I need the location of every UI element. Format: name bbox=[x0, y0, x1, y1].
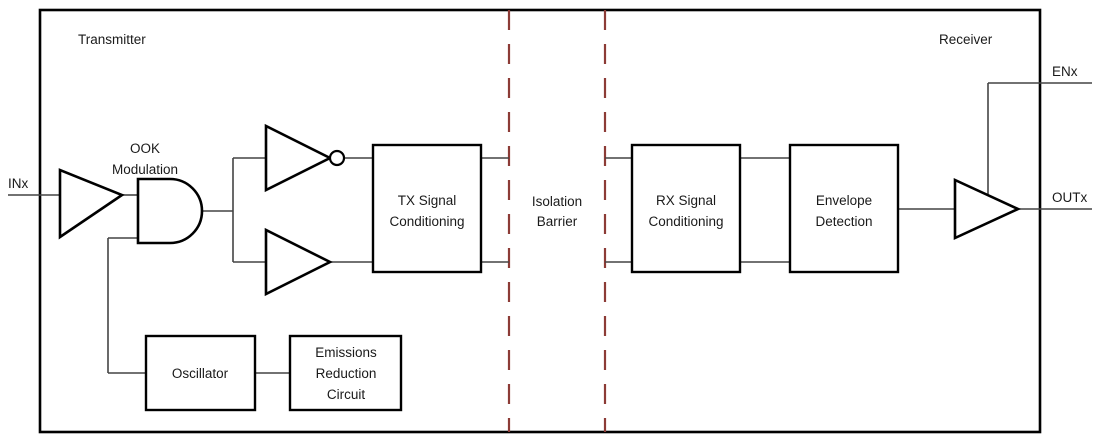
envelope-detection-label-line1: Envelope bbox=[816, 193, 872, 208]
oscillator-label: Oscillator bbox=[172, 366, 229, 381]
output-buffer-amplifier bbox=[953, 177, 1022, 241]
emissions-reduction-circuit-label-line1: Emissions bbox=[315, 345, 377, 360]
block-emissions-reduction-circuit bbox=[288, 334, 403, 412]
emissions-reduction-circuit-label-line3: Circuit bbox=[327, 387, 366, 402]
block-oscillator bbox=[144, 334, 257, 412]
rx-signal-conditioning-label-line1: RX Signal bbox=[656, 193, 716, 208]
tx-signal-conditioning-label-line2: Conditioning bbox=[389, 214, 464, 229]
block-rx-signal-conditioning bbox=[630, 143, 742, 274]
receiver-section-label: Receiver bbox=[939, 32, 993, 47]
pin-label-inx: INx bbox=[8, 176, 29, 191]
emissions-reduction-circuit-label-line2: Reduction bbox=[316, 366, 377, 381]
envelope-detection-label-line2: Detection bbox=[815, 214, 872, 229]
and-gate bbox=[136, 177, 204, 245]
isolation-barrier-label-line1: Isolation bbox=[532, 194, 582, 209]
pin-label-outx: OUTx bbox=[1052, 190, 1087, 205]
ook-modulation-label-line2: Modulation bbox=[112, 162, 178, 177]
block-envelope-detection bbox=[788, 143, 900, 274]
device-outline-border bbox=[38, 8, 1042, 434]
non-inverting-buffer bbox=[264, 227, 333, 297]
inverting-bubble-icon bbox=[328, 149, 346, 167]
input-buffer-amplifier bbox=[58, 168, 125, 240]
pin-label-enx: ENx bbox=[1052, 64, 1078, 79]
isolation-barrier-label-line2: Barrier bbox=[537, 214, 578, 229]
inverting-buffer bbox=[264, 123, 333, 193]
ook-modulation-label-line1: OOK bbox=[130, 141, 160, 156]
rx-signal-conditioning-label-line2: Conditioning bbox=[648, 214, 723, 229]
transmitter-section-label: Transmitter bbox=[78, 32, 146, 47]
tx-signal-conditioning-label-line1: TX Signal bbox=[398, 193, 457, 208]
block-tx-signal-conditioning bbox=[371, 143, 483, 274]
